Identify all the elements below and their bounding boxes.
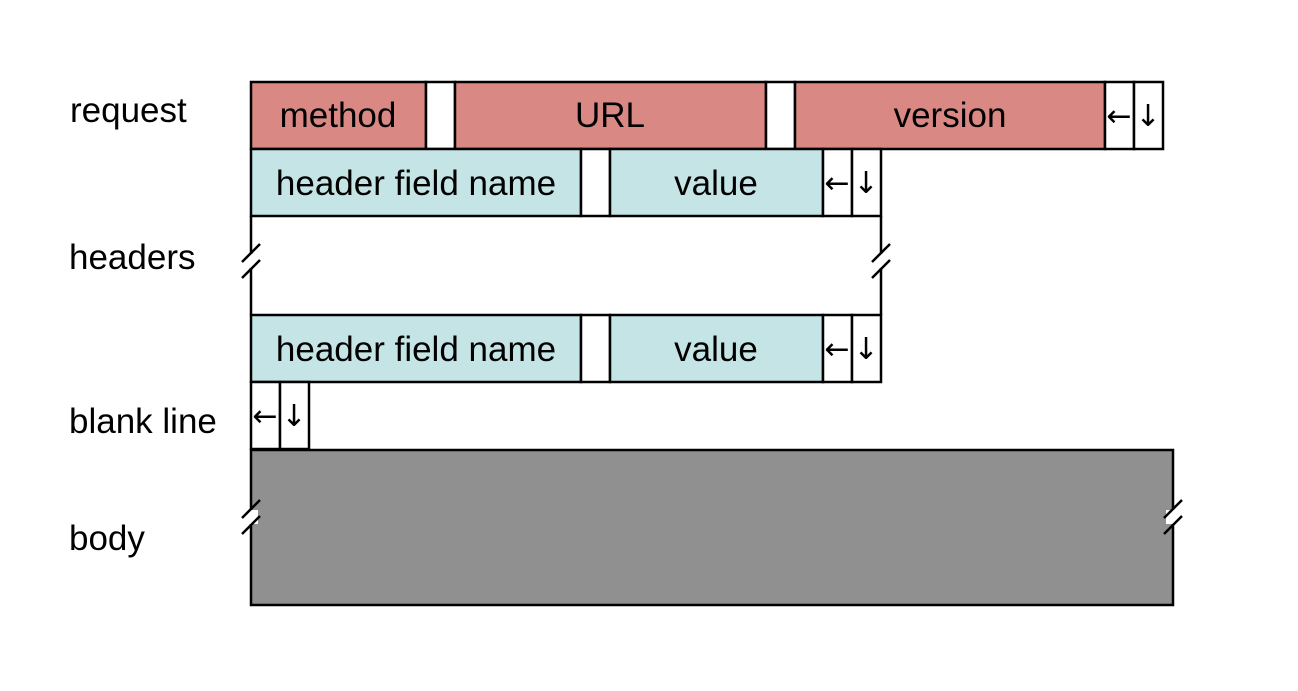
break-mark-icon [1163, 499, 1183, 519]
method-text: method [280, 96, 397, 135]
header-name-field [249, 313, 583, 384]
header-value-field [608, 313, 825, 384]
label-blank-line: blank line [69, 402, 217, 441]
label-request: request [70, 91, 187, 130]
break-gap-right [874, 254, 888, 268]
url-text: URL [575, 96, 645, 135]
space-2 [764, 80, 797, 151]
break-mark-icon [1163, 515, 1183, 535]
lf-cell [1132, 80, 1165, 151]
blank-line-row: ← ↓ [249, 380, 311, 451]
break-mark-icon [241, 259, 261, 279]
cr-arrow-icon: ← [1106, 99, 1131, 134]
space-1 [424, 80, 457, 151]
lf-arrow-icon: ↓ [1135, 99, 1160, 134]
cr-arrow-icon: ← [252, 399, 277, 434]
header-line-2: header field name value ← ↓ [249, 313, 883, 384]
break-mark-icon [871, 243, 891, 263]
cr-cell [249, 380, 282, 451]
lf-arrow-icon: ↓ [853, 332, 878, 367]
break-mark-icon [241, 515, 261, 535]
break-mark-icon [241, 499, 261, 519]
cr-cell [821, 313, 854, 384]
label-body: body [69, 519, 145, 558]
label-headers: headers [69, 238, 195, 277]
header-space [579, 313, 612, 384]
version-field [793, 80, 1107, 151]
break-gap-right [1166, 510, 1180, 524]
version-text: version [894, 96, 1007, 135]
url-field [453, 80, 768, 151]
lf-cell [850, 147, 883, 218]
break-gap-left [244, 254, 258, 268]
cr-cell [821, 147, 854, 218]
header-name-text: header field name [276, 164, 556, 203]
request-line: method URL version ← ↓ [249, 80, 1165, 151]
body-block [241, 448, 1183, 607]
header-space [579, 147, 612, 218]
break-mark-icon [241, 243, 261, 263]
header-name-field [249, 147, 583, 218]
break-mark-icon [871, 259, 891, 279]
header-name-text: header field name [276, 330, 556, 369]
header-value-text: value [674, 164, 758, 203]
cr-arrow-icon: ← [824, 166, 849, 201]
headers-continuation [241, 216, 891, 315]
lf-arrow-icon: ↓ [281, 399, 306, 434]
lf-arrow-icon: ↓ [853, 166, 878, 201]
method-field [249, 80, 428, 151]
lf-cell [278, 380, 311, 451]
header-line-1: header field name value ← ↓ [249, 147, 883, 218]
header-value-text: value [674, 330, 758, 369]
cr-arrow-icon: ← [824, 332, 849, 367]
lf-cell [850, 313, 883, 384]
break-gap-left [244, 510, 258, 524]
header-value-field [608, 147, 825, 218]
body-field [249, 448, 1175, 607]
